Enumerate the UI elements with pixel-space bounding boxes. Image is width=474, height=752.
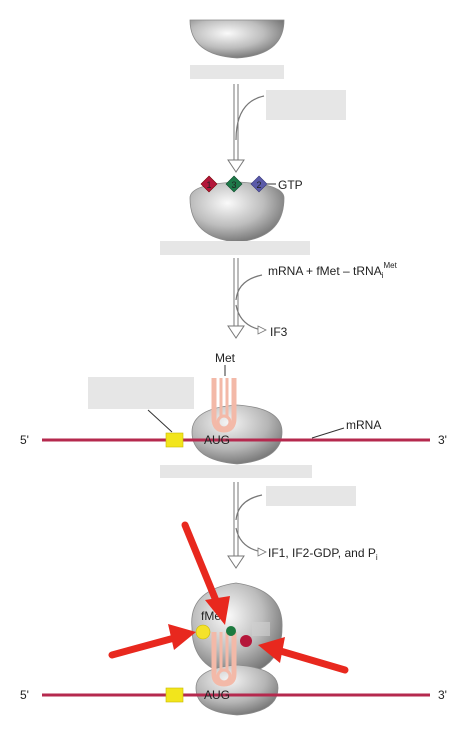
red-pointer-arrow-top (181, 521, 230, 625)
hidden-label-box-1 (190, 65, 284, 79)
shine-dalgarno-box-bottom (165, 687, 184, 703)
initiator-trna-icon (211, 378, 237, 433)
curve-arrow-2-in (235, 274, 263, 301)
initiation-factor-3-icon: 3 (225, 175, 243, 193)
e-site-dot (195, 624, 211, 640)
met-label: Met (215, 351, 236, 365)
hidden-label-box-5 (160, 465, 312, 478)
top-subunit (189, 19, 285, 59)
three-prime-bottom: 3' (438, 688, 447, 702)
red-pointer-arrow-left (108, 624, 196, 659)
five-prime-bottom: 5' (20, 688, 29, 702)
svg-text:3: 3 (231, 180, 236, 190)
initiator-trna-p-site-icon (211, 632, 237, 687)
gtp-label: GTP (278, 178, 303, 192)
red-pointer-arrow-right (258, 637, 349, 674)
hidden-label-box-3 (160, 241, 310, 255)
five-prime-top: 5' (20, 433, 29, 447)
a-site-dot (240, 635, 252, 647)
curve-arrow-1 (235, 95, 265, 141)
svg-text:2: 2 (256, 180, 261, 190)
hidden-label-box-7 (252, 622, 270, 636)
curve-arrow-3-in (235, 494, 263, 521)
hidden-label-box-2 (266, 90, 346, 120)
subunit-with-factors (189, 181, 285, 243)
if3-label: IF3 (270, 325, 288, 339)
step-arrow-3 (227, 555, 245, 569)
shine-dalgarno-box-top (165, 432, 184, 448)
aug-codon-top: AUG (204, 433, 230, 447)
hidden-label-box-4 (88, 377, 194, 409)
aug-codon-bottom: AUG (204, 688, 230, 702)
svg-text:1: 1 (206, 180, 211, 190)
initiation-factor-1-icon: 1 (200, 175, 218, 193)
initiation-factor-2-icon: 2 (250, 175, 268, 193)
three-prime-top: 3' (438, 433, 447, 447)
hidden-label-box-6 (266, 486, 356, 506)
step-arrow-2 (227, 325, 245, 339)
released-factors-label: IF1, IF2-GDP, and Pi (268, 546, 378, 562)
mrna-label: mRNA (346, 418, 381, 432)
p-site-dot (226, 626, 236, 636)
mrna-fmet-trna-label: mRNA + fMet – tRNAiMet (268, 261, 398, 280)
